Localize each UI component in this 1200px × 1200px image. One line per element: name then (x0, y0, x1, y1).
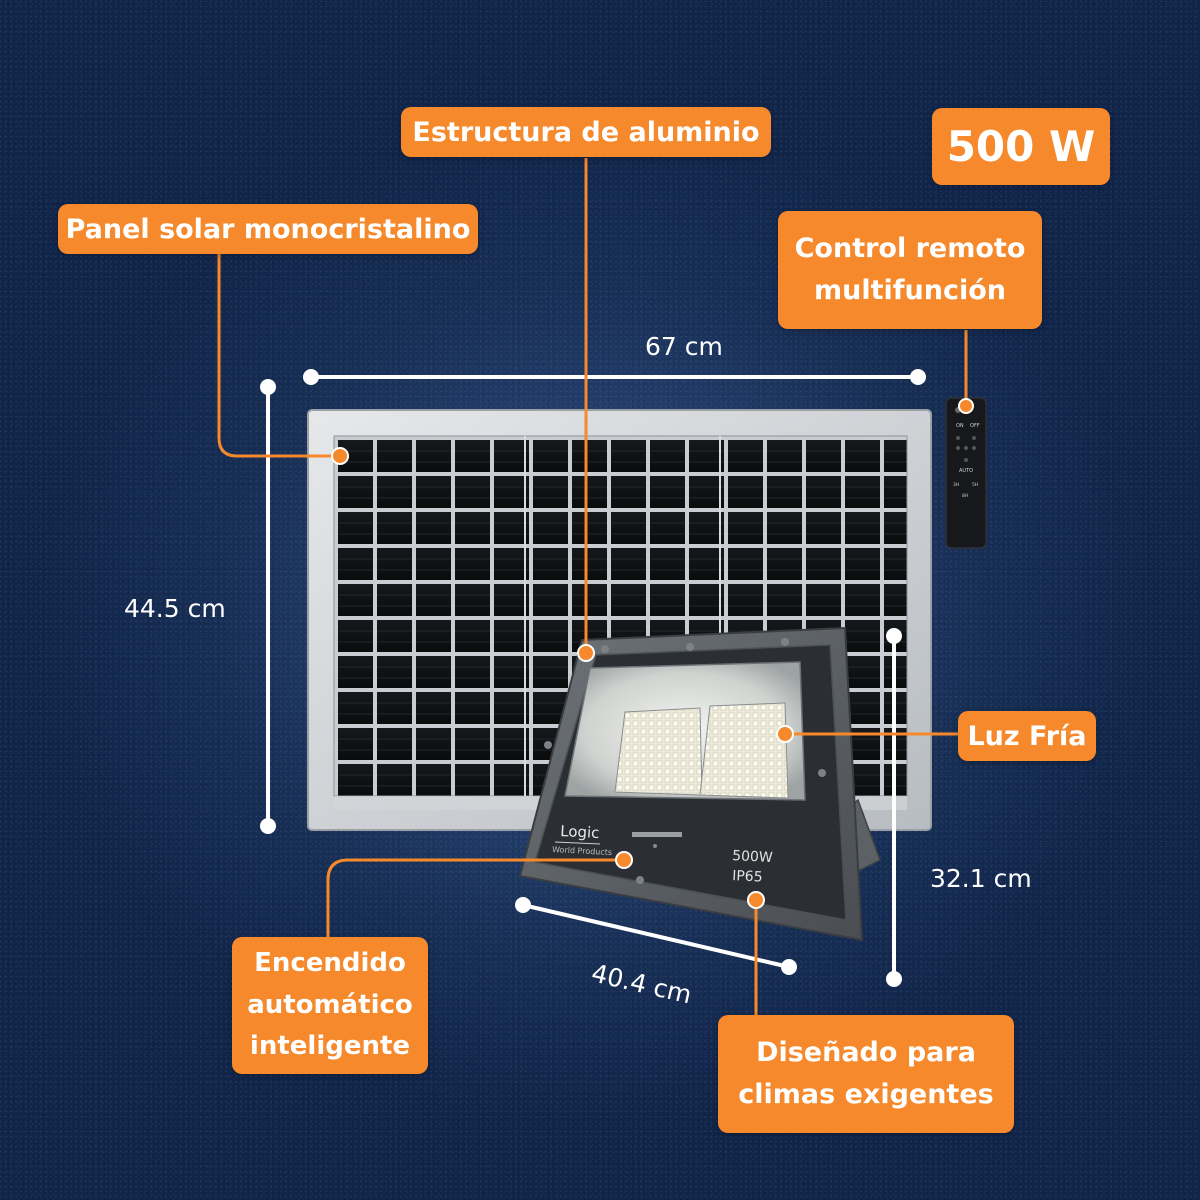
callout-aluminum-structure: Estructura de aluminio (401, 107, 771, 157)
callout-solar-panel: Panel solar monocristalino (58, 204, 478, 254)
leader-lines (217, 158, 968, 1015)
dim-label-panel-height: 44.5 cm (124, 594, 226, 623)
dimension-lines (260, 369, 926, 987)
remote-3h-label: 3H (953, 482, 959, 488)
callout-cold-light: Luz Fría (958, 711, 1096, 761)
dim-label-light-height: 32.1 cm (930, 864, 1032, 893)
led-module-left (614, 707, 703, 796)
floodlight: Logic World Products 500W IP65 (518, 626, 864, 942)
remote-auto-label: AUTO (959, 468, 973, 474)
leader-solar-panel (217, 253, 340, 458)
dim-label-panel-width: 67 cm (645, 332, 723, 361)
dim-line-light-width (522, 903, 790, 969)
floodlight-rating: IP65 (732, 868, 763, 886)
remote-8h-label: 8H (962, 493, 968, 499)
callout-remote-control: Control remoto multifunción (778, 211, 1042, 329)
led-module-right (699, 702, 789, 799)
remote-control: ON OFF AUTO 3H 5H 8H (945, 397, 987, 549)
floodlight-wattage: 500W (732, 848, 774, 866)
floodlight-brand: Logic (560, 822, 600, 842)
remote-off-label: OFF (970, 423, 980, 429)
power-badge: 500 W (932, 108, 1110, 185)
remote-on-label: ON (956, 423, 964, 429)
callout-weather: Diseñado para climas exigentes (718, 1015, 1014, 1133)
remote-5h-label: 5H (972, 482, 978, 488)
floodlight-brand-sub: World Products (552, 845, 612, 857)
leader-auto-on (326, 858, 624, 937)
callout-auto-on: Encendido automático inteligente (232, 937, 428, 1074)
leader-endpoints (331, 398, 974, 909)
